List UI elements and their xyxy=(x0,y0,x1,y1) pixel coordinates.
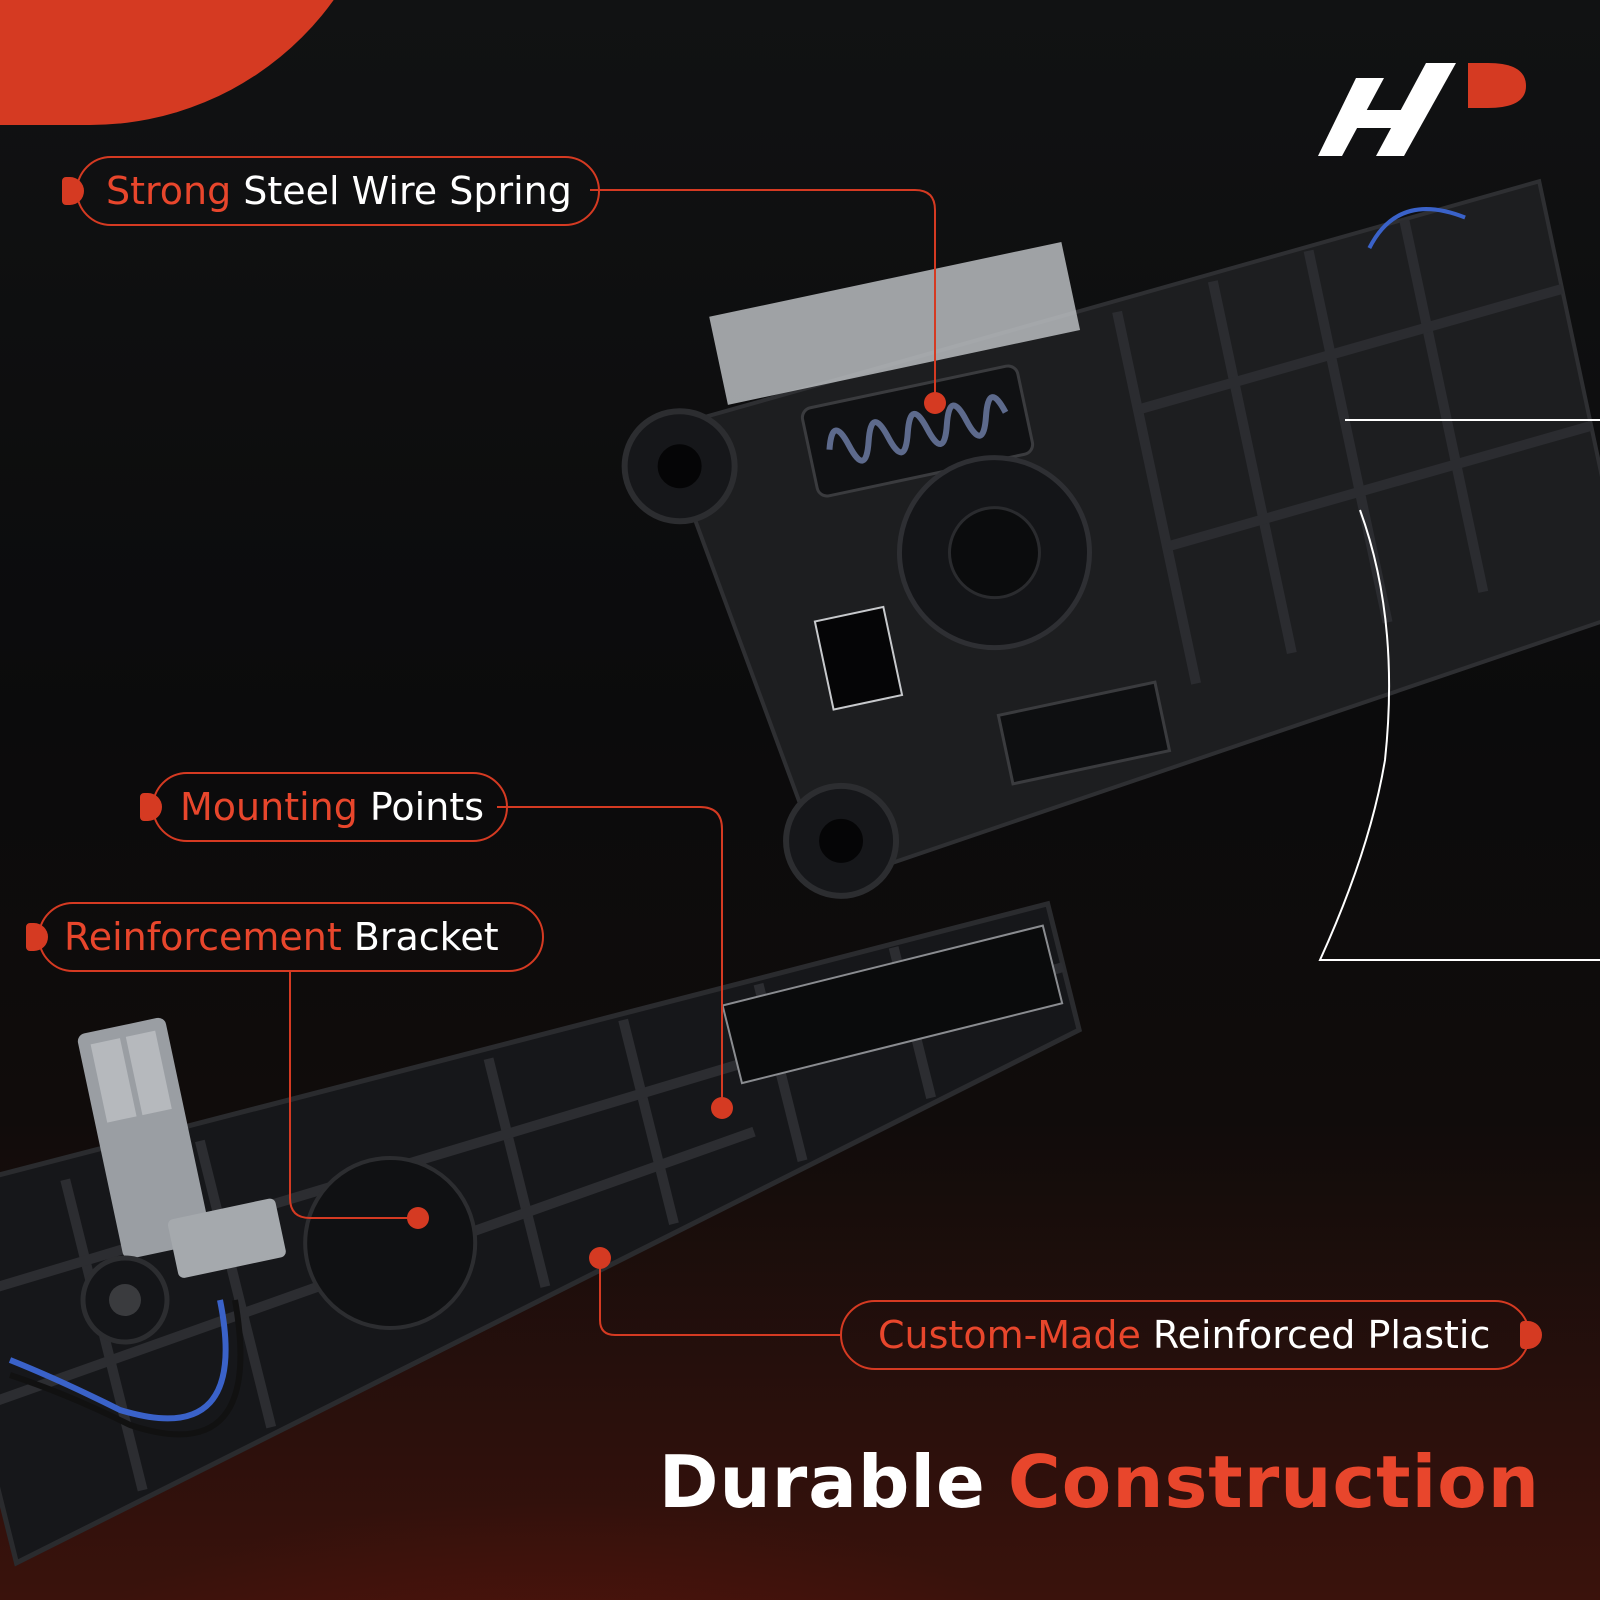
callout-tab-icon xyxy=(1520,1321,1542,1349)
callout-accent-text: Mounting xyxy=(180,785,358,829)
upper-handle-assembly xyxy=(621,178,1600,899)
callout-text: Bracket xyxy=(353,915,499,959)
headline-red-text: Construction xyxy=(1007,1440,1540,1524)
callout-tab-icon xyxy=(62,177,84,205)
callout-reinforced-plastic: Custom-Made Reinforced Plastic xyxy=(840,1300,1542,1370)
callout-text: Steel Wire Spring xyxy=(243,169,572,213)
callout-tab-icon xyxy=(140,793,162,821)
callout-text: Points xyxy=(369,785,485,829)
callout-reinforcement-bracket: Reinforcement Bracket xyxy=(26,902,544,972)
connector-plug xyxy=(77,1017,286,1278)
callout-accent-text: Reinforcement xyxy=(64,915,342,959)
callout-accent-text: Strong xyxy=(106,169,232,213)
callout-text: Reinforced Plastic xyxy=(1152,1313,1491,1357)
headline-white-text: Durable xyxy=(658,1440,986,1524)
callout-mounting-points: Mounting Points xyxy=(140,772,508,842)
callout-tab-icon xyxy=(26,923,48,951)
callout-steel-wire-spring: Strong Steel Wire Spring xyxy=(62,156,600,226)
a-premium-logo-icon xyxy=(1318,63,1526,156)
callout-accent-text: Custom-Made xyxy=(878,1313,1141,1357)
